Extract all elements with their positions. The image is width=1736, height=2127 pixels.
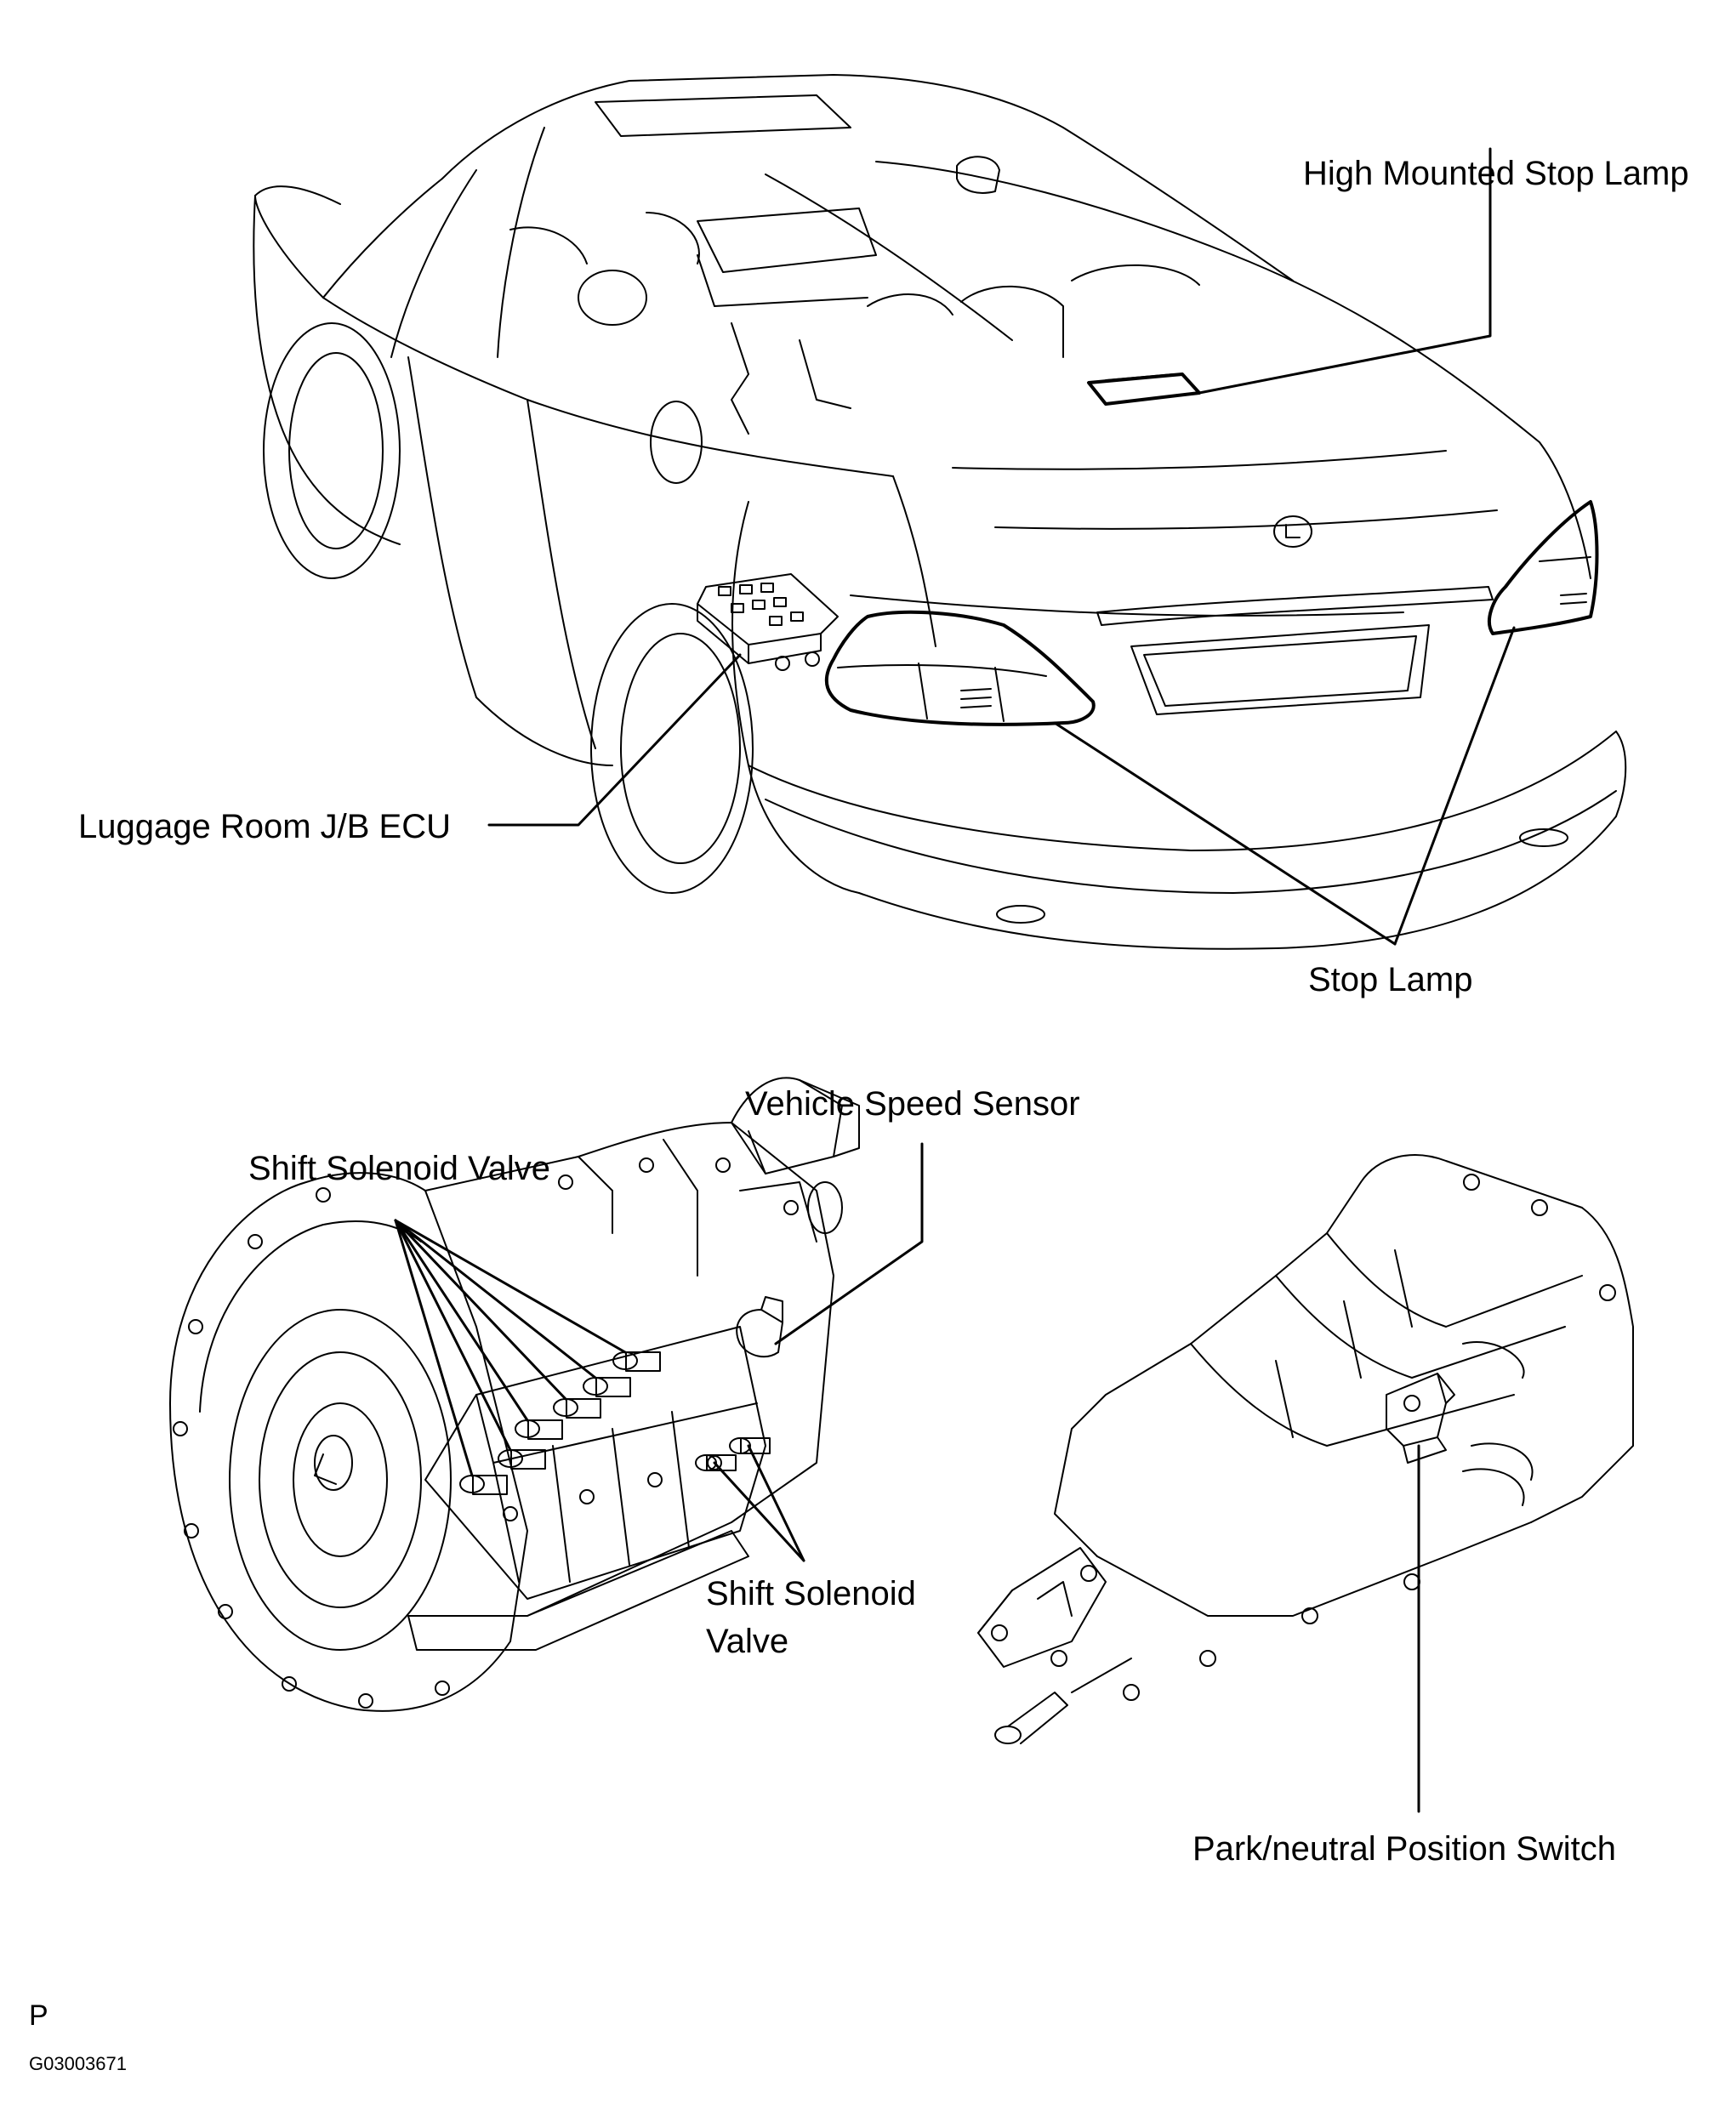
leader-shift-valve-4	[396, 1220, 566, 1399]
leader-vehicle-speed-sensor	[776, 1144, 922, 1344]
leader-stop-lamp-left	[1055, 723, 1395, 944]
footer-code-letter: P	[29, 1999, 48, 2032]
stop-lamp-right	[1489, 502, 1597, 634]
stop-lamp-left	[827, 612, 1094, 725]
leader-high-mounted-stop-lamp	[1199, 149, 1490, 393]
leader-luggage-room-ecu	[489, 655, 740, 825]
vehicle-speed-sensor	[737, 1297, 783, 1356]
leader-shift-valve-8	[748, 1446, 804, 1561]
label-luggage-room-jb-ecu: Luggage Room J/B ECU	[78, 808, 452, 845]
label-shift-solenoid-valve-bottom-line2: Valve	[706, 1623, 789, 1660]
shift-solenoid-valves-group-1	[460, 1352, 660, 1494]
footer-figure-id: G03003671	[29, 2053, 127, 2074]
high-mounted-stop-lamp	[1089, 374, 1199, 404]
leader-stop-lamp-right	[1395, 628, 1514, 944]
label-park-neutral-position-switch: Park/neutral Position Switch	[1192, 1830, 1617, 1868]
transmission-left	[170, 1078, 859, 1710]
leader-lines	[396, 149, 1514, 1811]
label-vehicle-speed-sensor: Vehicle Speed Sensor	[745, 1085, 1080, 1123]
label-stop-lamp: Stop Lamp	[1308, 961, 1473, 998]
leader-shift-valve-3	[396, 1220, 527, 1420]
label-high-mounted-stop-lamp: High Mounted Stop Lamp	[1303, 155, 1689, 192]
luggage-room-jb-ecu	[697, 574, 838, 670]
leader-shift-valve-1	[396, 1220, 472, 1476]
label-shift-solenoid-valve-top: Shift Solenoid Valve	[248, 1150, 551, 1187]
park-neutral-position-switch	[1386, 1373, 1454, 1463]
label-shift-solenoid-valve-bottom-line1: Shift Solenoid	[706, 1575, 916, 1612]
transmission-right	[978, 1155, 1633, 1743]
leader-shift-valve-5	[396, 1220, 595, 1378]
car-illustration	[253, 75, 1625, 949]
leader-shift-valve-2	[396, 1220, 510, 1450]
leader-shift-valve-7	[714, 1463, 804, 1561]
leader-shift-valve-6	[396, 1220, 625, 1352]
